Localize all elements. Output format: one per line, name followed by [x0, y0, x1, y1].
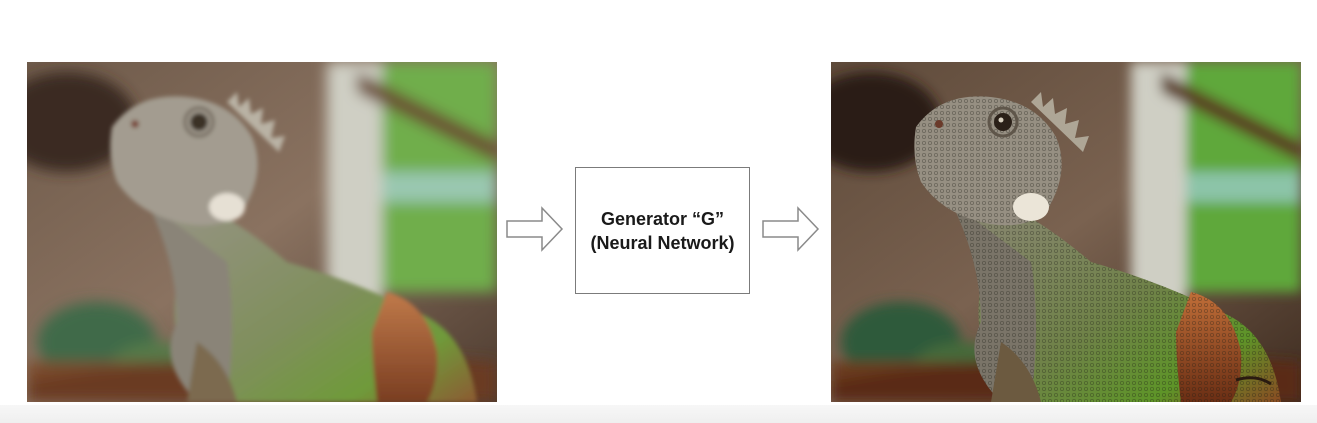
bottom-strip — [0, 405, 1317, 423]
arrow-right-icon — [506, 205, 564, 253]
generator-box: Generator “G” (Neural Network) — [575, 167, 750, 294]
arrow-right-icon — [762, 205, 820, 253]
generator-subtitle: (Neural Network) — [590, 232, 735, 253]
output-image — [831, 62, 1301, 402]
generator-title: Generator “G” — [600, 208, 725, 229]
input-image — [27, 62, 497, 402]
